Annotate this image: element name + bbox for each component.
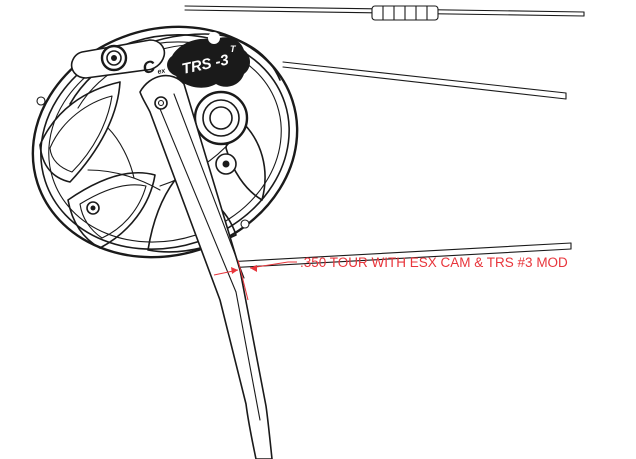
extension-line	[237, 259, 249, 301]
cable-upper	[282, 61, 567, 100]
cam-brand-letter: C	[141, 57, 158, 78]
string-serving	[371, 5, 439, 21]
trs-module-tag: T	[230, 44, 237, 54]
arrowhead-right	[250, 265, 257, 272]
trs-module: TRS -3 T	[167, 32, 250, 88]
dimension-label: .350 TOUR WITH ESX CAM & TRS #3 MOD	[300, 255, 568, 270]
arrowhead-left	[231, 267, 238, 274]
dimension-callout: .350 TOUR WITH ESX CAM & TRS #3 MOD	[213, 255, 568, 301]
bow-limb	[139, 74, 273, 459]
cam-brand-mark: C ex	[141, 57, 167, 78]
cam-brand-sub: ex	[157, 67, 167, 76]
cable-lower	[225, 242, 572, 269]
